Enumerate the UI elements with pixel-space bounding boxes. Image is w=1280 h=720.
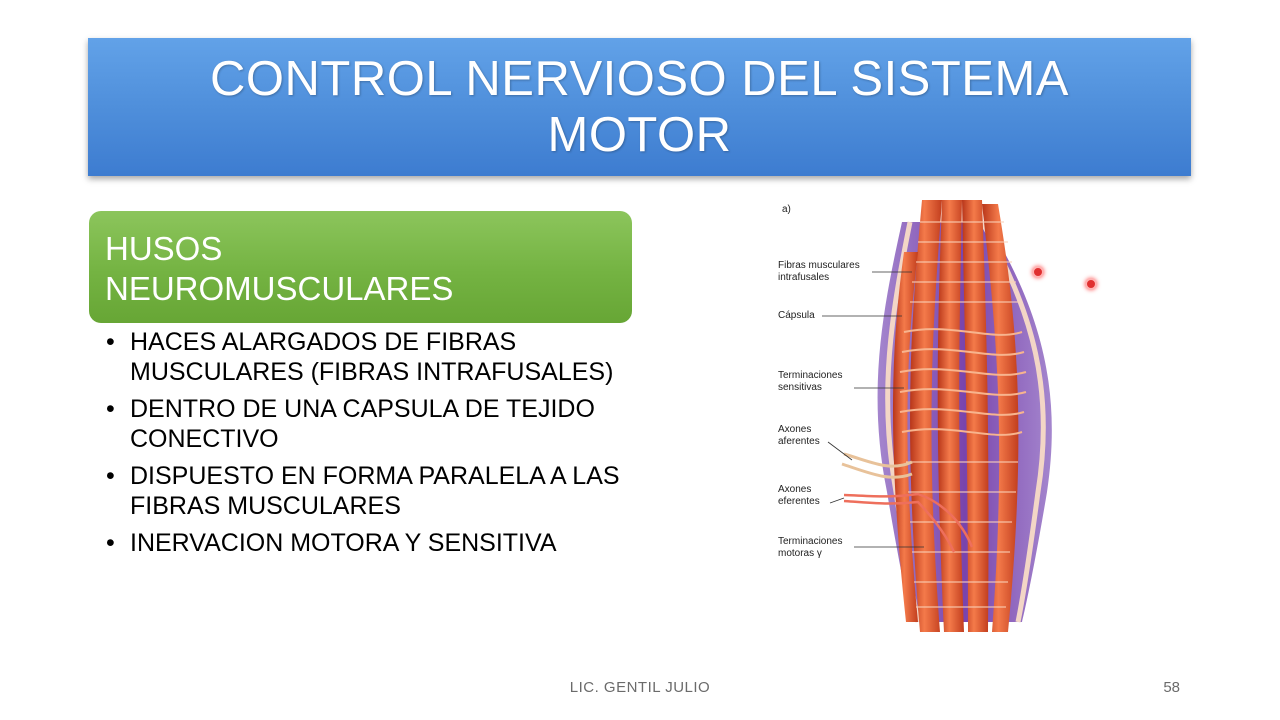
bullet-item: • INERVACION MOTORA Y SENSITIVA — [106, 528, 626, 558]
fiber-striations — [906, 221, 1020, 608]
bullet-glyph: • — [106, 328, 115, 356]
efferent-axons — [843, 492, 974, 553]
muscle-spindle-figure: a) Fibras musculares intrafusales Cápsul… — [772, 192, 1080, 648]
bullet-text: HACES ALARGADOS DE FIBRAS MUSCULARES (FI… — [130, 328, 614, 386]
label-sensory-endings: Terminaciones sensitivas — [778, 370, 843, 393]
panel-label: a) — [782, 204, 791, 215]
bullet-glyph: • — [106, 529, 115, 557]
bullet-text: DENTRO DE UNA CAPSULA DE TEJIDO CONECTIV… — [130, 395, 595, 453]
afferent-axons — [841, 452, 913, 479]
sensory-endings — [899, 328, 1027, 436]
bullet-text: INERVACION MOTORA Y SENSITIVA — [130, 529, 557, 557]
slide-title: CONTROL NERVIOSO DEL SISTEMA MOTOR — [210, 52, 1069, 162]
bullet-glyph: • — [106, 462, 115, 490]
subheading-text: HUSOS NEUROMUSCULARES — [105, 230, 454, 307]
laser-pointer-dot — [1085, 278, 1097, 290]
bullet-list: • HACES ALARGADOS DE FIBRAS MUSCULARES (F… — [106, 327, 626, 565]
laser-pointer-dot — [1032, 266, 1044, 278]
label-motor-endings: Terminaciones motoras γ — [778, 536, 843, 559]
bullet-item: • HACES ALARGADOS DE FIBRAS MUSCULARES (F… — [106, 327, 626, 387]
label-intrafusal-fibers: Fibras musculares intrafusales — [778, 260, 860, 283]
muscle-spindle-illustration — [822, 200, 1052, 632]
label-afferent-axons: Axones aferentes — [778, 424, 820, 447]
label-efferent-axons: Axones eferentes — [778, 484, 820, 507]
label-leaders — [822, 271, 924, 548]
intrafusal-fibers — [893, 200, 1019, 632]
title-bar: CONTROL NERVIOSO DEL SISTEMA MOTOR — [88, 38, 1191, 176]
page-number: 58 — [1163, 679, 1180, 696]
capsule-wall-right — [979, 220, 1046, 623]
subheading-box: HUSOS NEUROMUSCULARES — [89, 211, 632, 323]
footer-author: LIC. GENTIL JULIO — [569, 679, 711, 696]
label-capsule: Cápsula — [778, 310, 815, 321]
bullet-item: • DENTRO DE UNA CAPSULA DE TEJIDO CONECTI… — [106, 394, 626, 454]
bullet-item: • DISPUESTO EN FORMA PARALELA A LAS FIBRA… — [106, 461, 626, 521]
bullet-glyph: • — [106, 395, 115, 423]
bullet-text: DISPUESTO EN FORMA PARALELA A LAS FIBRAS… — [130, 462, 620, 520]
